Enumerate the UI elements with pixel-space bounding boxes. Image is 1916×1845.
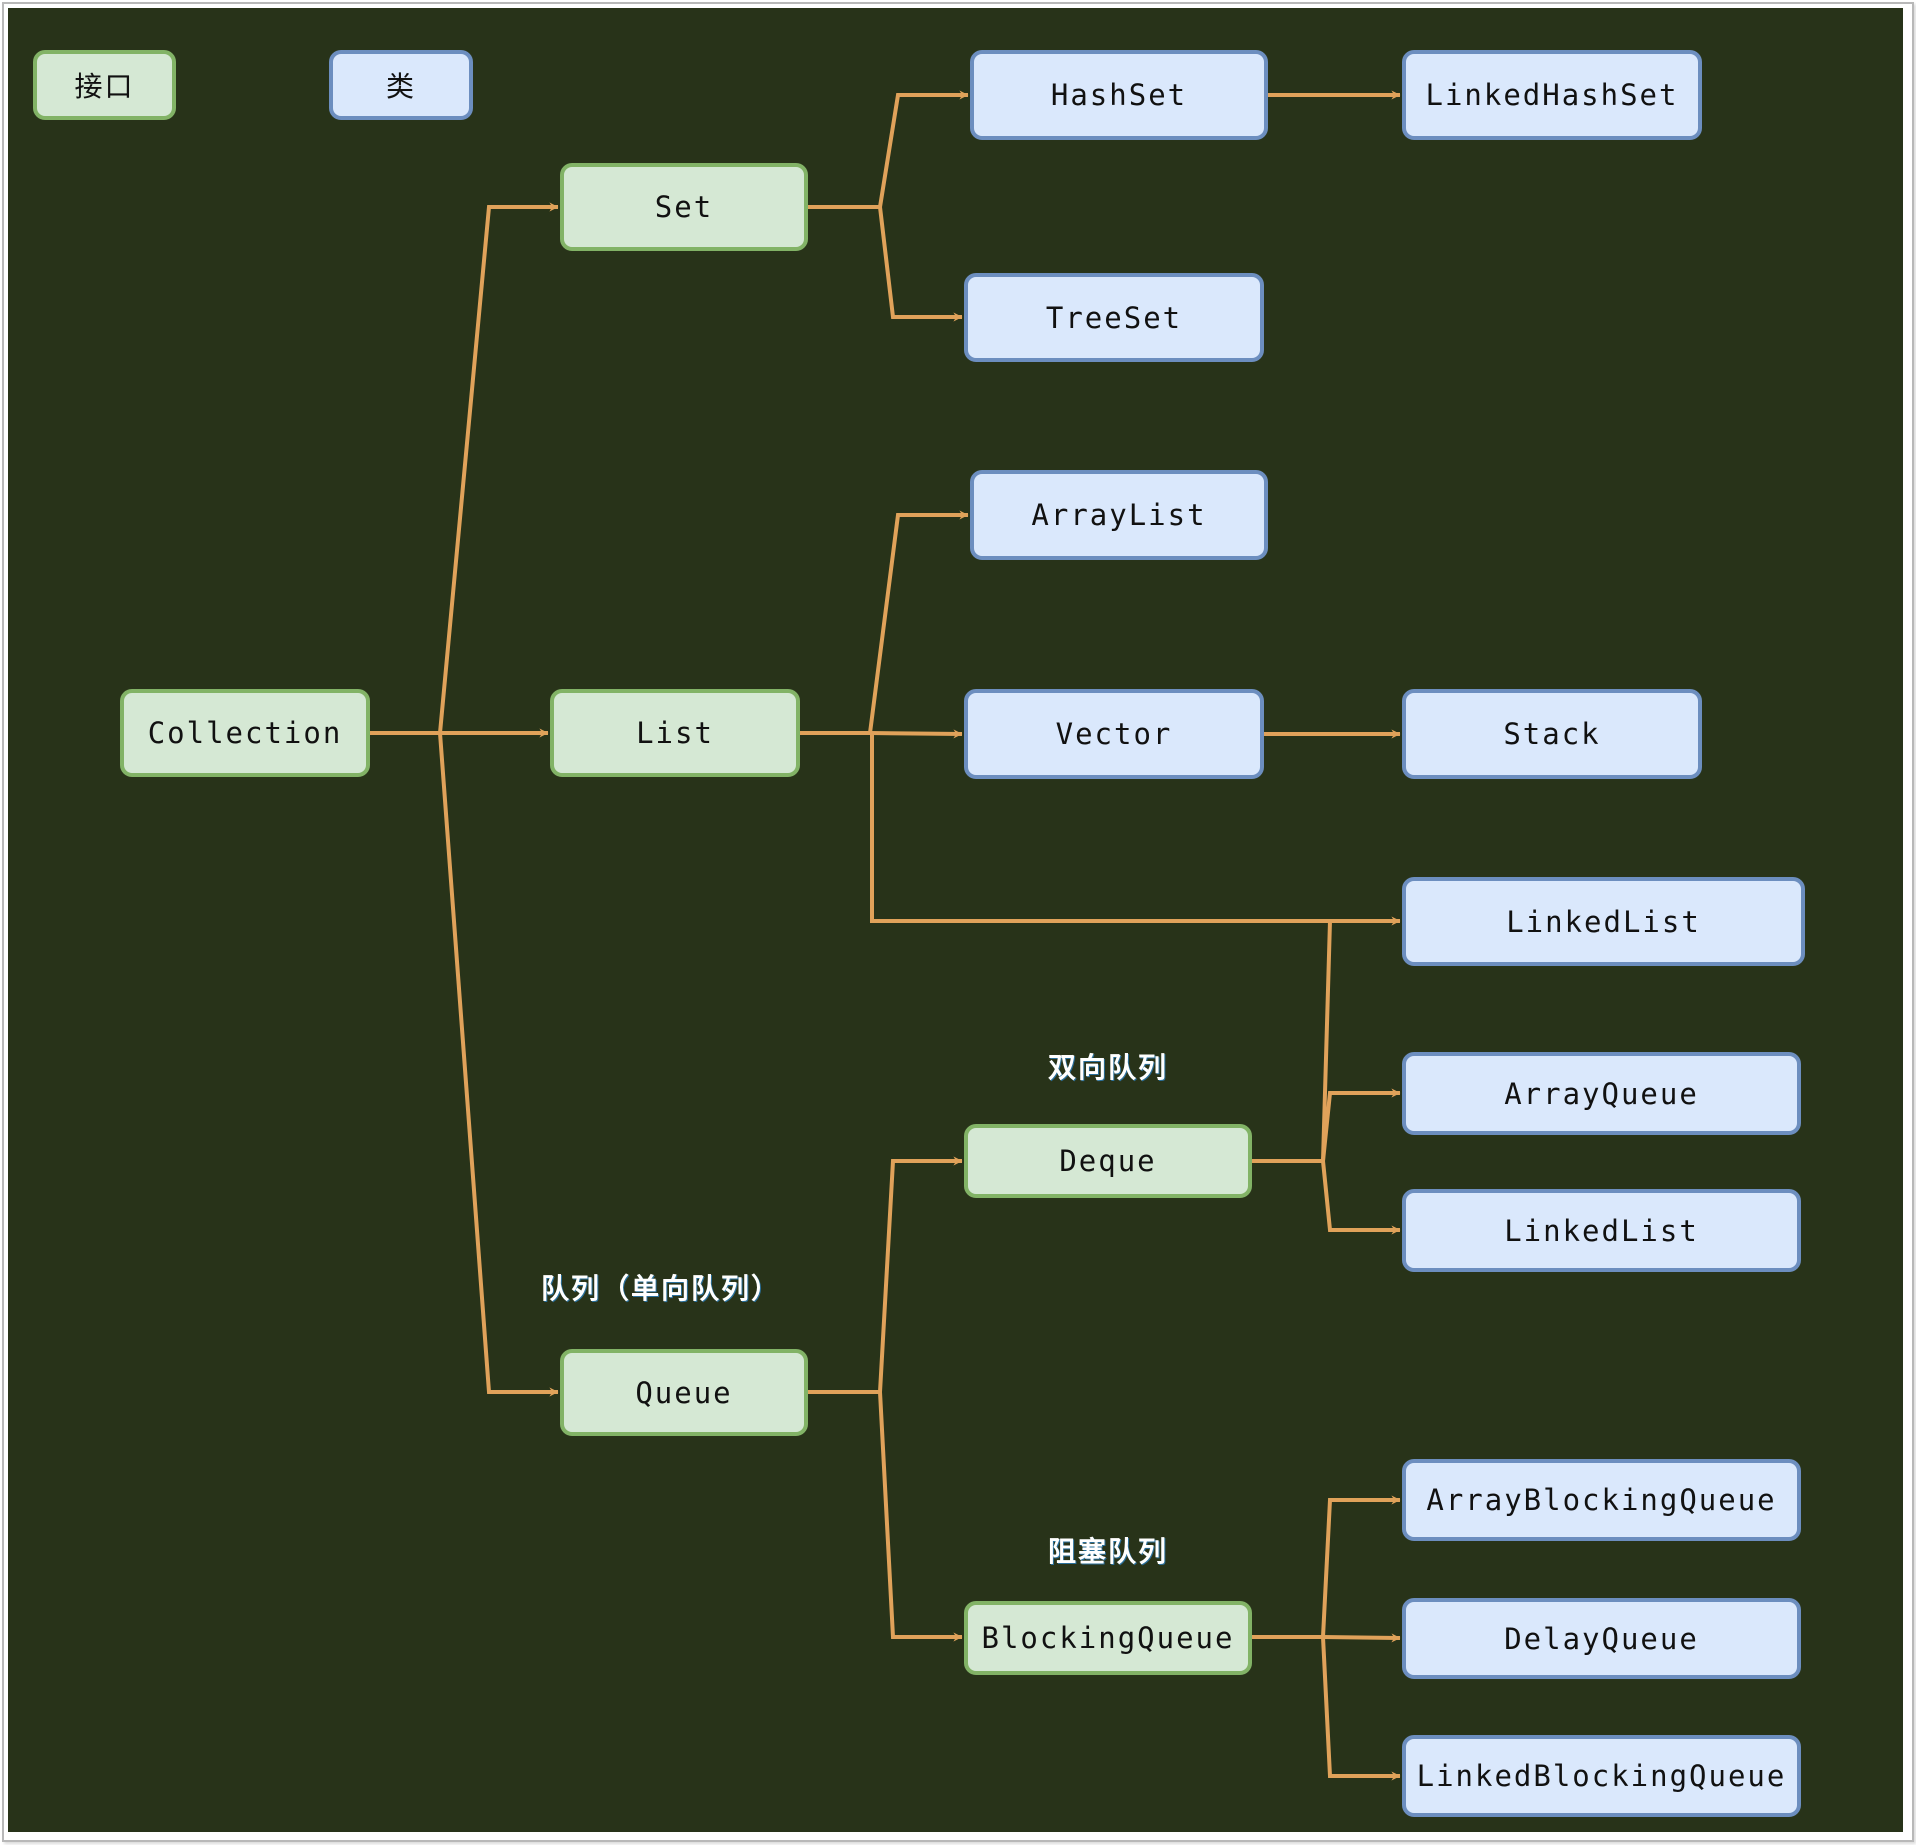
edge-collection-queue [438,732,559,1397]
edge-queue-blockingqueue [878,1391,963,1642]
node-stack[interactable]: Stack [1402,689,1702,779]
node-linked-hash-set[interactable]: LinkedHashSet [1402,50,1702,140]
note-queue: 队列（单向队列） [540,1272,782,1305]
edge-deque-linkedlist-2 [1321,1160,1401,1235]
edge-deque-arrayqueue [1321,1088,1401,1162]
node-collection[interactable]: Collection [120,689,370,777]
node-set[interactable]: Set [560,163,808,251]
node-queue[interactable]: Queue [560,1349,808,1436]
edge-set-treeset [878,206,963,322]
edge-deque-linkedlist-1 [1252,920,1332,1163]
node-tree-set[interactable]: TreeSet [964,273,1264,362]
node-blocking-queue[interactable]: BlockingQueue [964,1601,1252,1675]
edge-list-linkedlist [870,733,1401,926]
node-deque[interactable]: Deque [964,1124,1252,1198]
node-vector[interactable]: Vector [964,689,1264,779]
edge-collection-set [438,202,559,734]
node-linked-list-2[interactable]: LinkedList [1402,1189,1801,1272]
edge-blockingqueue-delayqueue [1322,1633,1401,1643]
node-hash-set[interactable]: HashSet [970,50,1268,140]
legend-class: 类 [329,50,473,120]
edge-set-hashset [808,90,969,209]
node-list[interactable]: List [550,689,800,777]
edge-list-vector [869,729,963,739]
note-deque: 双向队列 [1047,1051,1169,1084]
node-array-blocking-queue[interactable]: ArrayBlockingQueue [1402,1459,1801,1541]
note-blocking-queue: 阻塞队列 [1047,1535,1169,1568]
node-array-queue[interactable]: ArrayQueue [1402,1052,1801,1135]
edge-queue-deque [808,1156,963,1394]
node-linked-list-1[interactable]: LinkedList [1402,877,1805,966]
node-delay-queue[interactable]: DelayQueue [1402,1598,1801,1679]
edge-blockingqueue-arrayblockingqueue [1252,1495,1401,1639]
edge-blockingqueue-linkedblockingqueue [1321,1636,1401,1781]
legend-interface: 接口 [33,50,176,120]
node-array-list[interactable]: ArrayList [970,470,1268,560]
node-linked-blocking-queue[interactable]: LinkedBlockingQueue [1402,1735,1801,1817]
edge-list-arraylist [800,510,969,735]
